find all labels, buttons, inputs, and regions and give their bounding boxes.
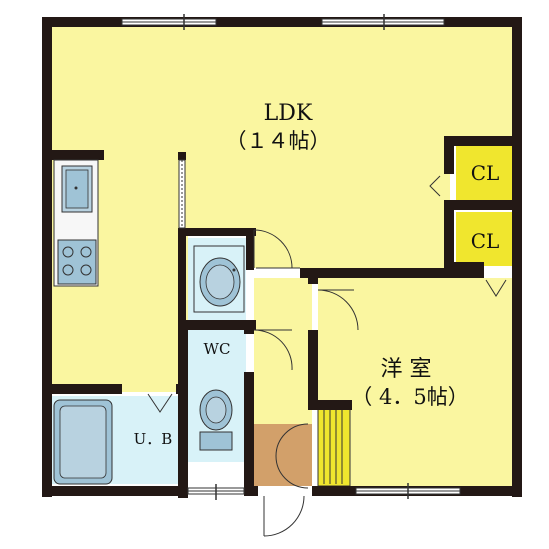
wall [178, 228, 186, 328]
wall [444, 200, 454, 270]
burner-icon [80, 264, 92, 276]
ldk-size: （１４帖） [226, 129, 331, 153]
wall [178, 228, 256, 236]
western-room-size: （ 4．5帖） [351, 385, 468, 409]
wall [444, 200, 522, 210]
wall [176, 384, 188, 394]
kitchen [53, 159, 99, 287]
ldk-name: LDK [264, 101, 313, 126]
wall [244, 320, 254, 334]
hallway-floor [254, 278, 312, 424]
ldk-floor [50, 25, 514, 392]
burner-icon [62, 246, 74, 258]
wall [244, 372, 254, 490]
wall [308, 268, 318, 284]
wall [178, 152, 186, 160]
wall [444, 262, 484, 272]
wall [42, 17, 52, 497]
wall [444, 136, 454, 174]
wall [444, 136, 522, 146]
wall [308, 330, 318, 404]
wc-label: WC [204, 340, 231, 358]
shoe-rack [317, 407, 351, 487]
labels: LDK （１４帖） 洋 室 （ 4．5帖） CL CL WC U．B [134, 101, 500, 448]
wall [308, 400, 352, 410]
wall [42, 384, 122, 394]
wall [178, 320, 256, 330]
burner-icon [80, 246, 92, 258]
washroom [193, 245, 245, 313]
wall [246, 228, 254, 270]
doors [147, 175, 507, 537]
wall [42, 150, 104, 160]
closet-2-floor [456, 212, 514, 266]
stove [57, 239, 97, 285]
toilet-tank [199, 431, 233, 451]
wall [42, 17, 522, 27]
closet-1-label: CL [471, 161, 500, 185]
closet-2-label: CL [471, 229, 500, 253]
western-room-floor [318, 278, 514, 490]
wall [42, 486, 188, 496]
walls [42, 17, 522, 498]
burner-icon [62, 264, 74, 276]
wall [300, 268, 484, 278]
wall [244, 486, 258, 496]
wall [512, 17, 522, 497]
closet-1-floor [456, 146, 514, 200]
wc-fixtures [199, 389, 233, 451]
windows [121, 14, 461, 500]
wall [178, 320, 188, 498]
unit-bath-label: U．B [134, 430, 173, 448]
unit-bath-fixtures [53, 399, 113, 485]
western-room-name: 洋 室 [381, 357, 432, 382]
